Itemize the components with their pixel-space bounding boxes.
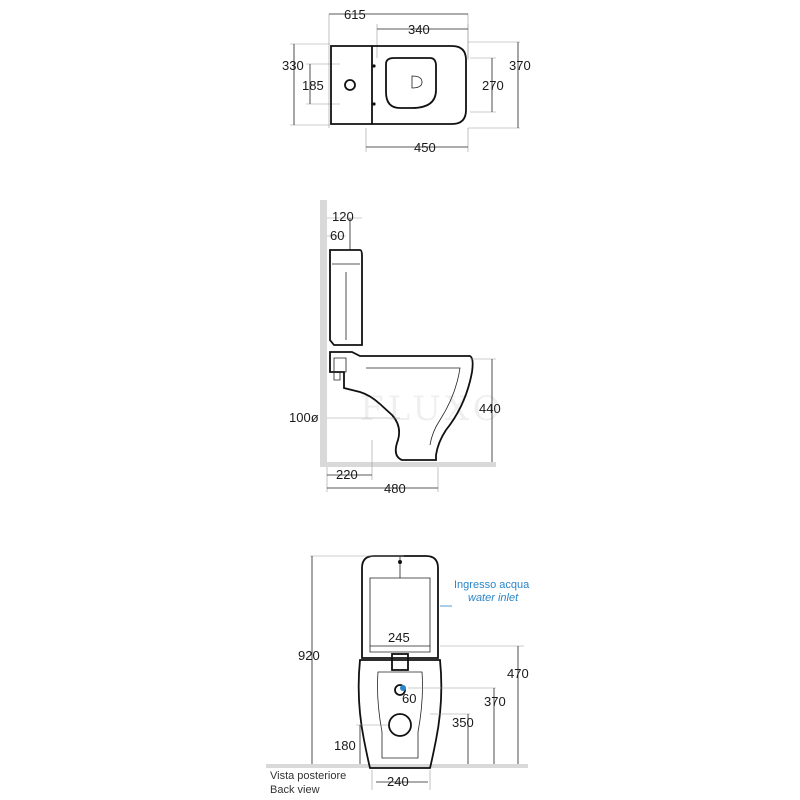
caption-en: Back view <box>270 784 320 796</box>
flush-button <box>344 79 356 91</box>
dim-outlet-distance: 220 <box>336 467 358 482</box>
dim-height-350: 350 <box>452 715 474 730</box>
caption-it: Vista posteriore <box>270 770 346 782</box>
bowl-inner <box>366 367 461 446</box>
dim-seat-width: 340 <box>408 22 430 37</box>
dim-tank-gap: 120 <box>332 209 354 224</box>
dim-tank-inner-width: 245 <box>388 630 410 645</box>
seat-opening <box>385 57 437 109</box>
dim-outlet-diameter: 100ø <box>289 410 319 425</box>
dim-inner-width: 270 <box>482 78 504 93</box>
dim-height-370: 370 <box>484 694 506 709</box>
dim-base-width: 240 <box>387 774 409 789</box>
lid-hinge-mark <box>411 75 423 89</box>
back-tank <box>361 555 439 659</box>
tank-side <box>329 249 363 346</box>
dim-total-height: 920 <box>298 648 320 663</box>
dim-center-offset: 60 <box>402 691 416 706</box>
bowl-top-outline <box>372 45 467 125</box>
back-body <box>357 659 443 769</box>
dim-tank-depth: 185 <box>302 78 324 93</box>
watermark: FLUXO <box>360 389 504 429</box>
wall <box>320 200 327 465</box>
side-view: FLUXO 120 60 100ø 440 220 480 <box>289 200 504 496</box>
outlet-pipe <box>333 357 347 381</box>
dim-overall-length: 615 <box>344 7 366 22</box>
top-view: 615 340 370 330 185 270 450 <box>282 7 531 155</box>
inlet-valve <box>391 653 409 671</box>
back-outlet <box>388 713 412 737</box>
inlet-label-it: Ingresso acqua <box>454 579 530 591</box>
back-tank-inner <box>369 577 431 653</box>
dim-inlet-offset: 60 <box>330 228 344 243</box>
back-view: 920 245 470 370 60 350 180 240 Ingresso … <box>266 555 530 796</box>
back-body-recess <box>377 671 423 759</box>
dim-overall-width: 370 <box>509 58 531 73</box>
dim-height-180: 180 <box>334 738 356 753</box>
tank-top-outline <box>330 45 373 125</box>
dim-height-470: 470 <box>507 666 529 681</box>
floor <box>320 462 496 467</box>
dim-overall-depth: 480 <box>384 481 406 496</box>
back-floor <box>266 764 528 768</box>
dim-bowl-length: 450 <box>414 140 436 155</box>
inlet-label-en: water inlet <box>468 592 519 604</box>
dim-outlet-height: 440 <box>479 401 501 416</box>
dim-tank-width: 330 <box>282 58 304 73</box>
bowl-side <box>329 351 474 461</box>
